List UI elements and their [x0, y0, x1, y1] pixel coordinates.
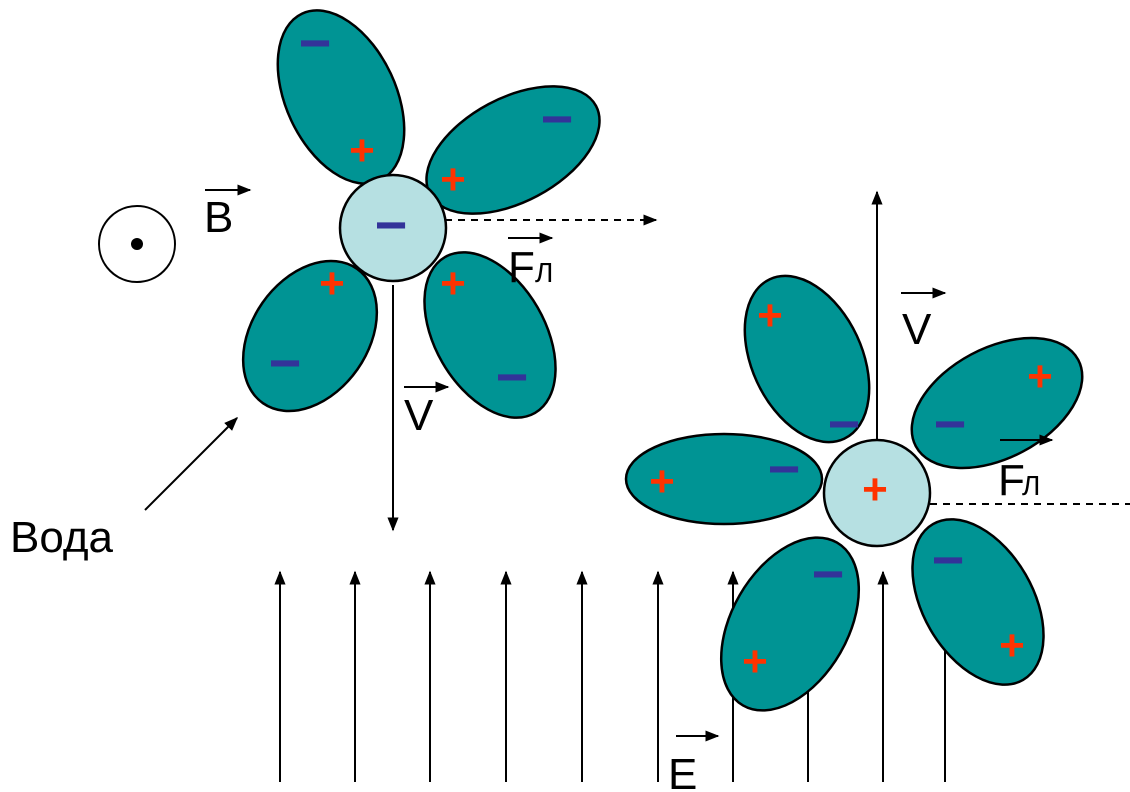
- label-F-sub: Л: [1022, 470, 1040, 501]
- label-lorentz-force-1: F Л: [508, 232, 554, 292]
- minus-sign: −: [812, 542, 845, 605]
- minus-sign: −: [828, 392, 861, 455]
- water-molecule: [624, 432, 824, 526]
- label-water: Вода: [10, 417, 238, 562]
- water-molecule: [423, 251, 557, 419]
- plus-sign: +: [1027, 352, 1053, 401]
- positive-ion: + − + − + − + − − + +: [624, 190, 1130, 712]
- magnetic-field-out-icon: [98, 205, 176, 283]
- label-B: B: [204, 193, 233, 242]
- label-lorentz-force-2: F Л: [998, 434, 1054, 505]
- water-molecule: [911, 518, 1045, 686]
- water-molecule: [276, 9, 406, 185]
- water-molecule: [241, 259, 379, 413]
- water-molecule: [719, 536, 861, 712]
- plus-sign: +: [440, 259, 466, 308]
- label-electric-field: E: [668, 730, 720, 792]
- label-magnetic-field: B: [204, 184, 252, 242]
- plus-sign: +: [999, 621, 1025, 670]
- label-velocity-2: V: [901, 287, 947, 354]
- label-velocity-1: V: [404, 381, 450, 440]
- minus-sign: −: [932, 528, 965, 591]
- minus-sign: −: [541, 87, 574, 150]
- label-F-sub: Л: [535, 257, 553, 288]
- negative-ion: − + − + − + + − −: [241, 9, 658, 532]
- label-F: F: [998, 456, 1025, 505]
- plus-sign: +: [649, 457, 675, 506]
- plus-sign: +: [742, 637, 768, 686]
- label-V: V: [404, 391, 434, 440]
- water-molecule: [743, 274, 871, 444]
- minus-sign: −: [768, 437, 801, 500]
- minus-sign: −: [375, 193, 408, 256]
- minus-sign: −: [269, 331, 302, 394]
- plus-sign: +: [757, 291, 783, 340]
- water-label: Вода: [10, 513, 114, 562]
- label-E: E: [668, 750, 697, 792]
- plus-sign: +: [319, 259, 345, 308]
- plus-sign: +: [349, 126, 375, 175]
- ion-core: [822, 438, 932, 548]
- minus-sign: −: [496, 345, 529, 408]
- label-F: F: [508, 243, 535, 292]
- plus-sign: +: [862, 465, 888, 514]
- plus-sign: +: [440, 155, 466, 204]
- minus-sign: −: [299, 11, 332, 74]
- label-V: V: [902, 305, 932, 354]
- minus-sign: −: [934, 392, 967, 455]
- ion-core: [338, 173, 448, 283]
